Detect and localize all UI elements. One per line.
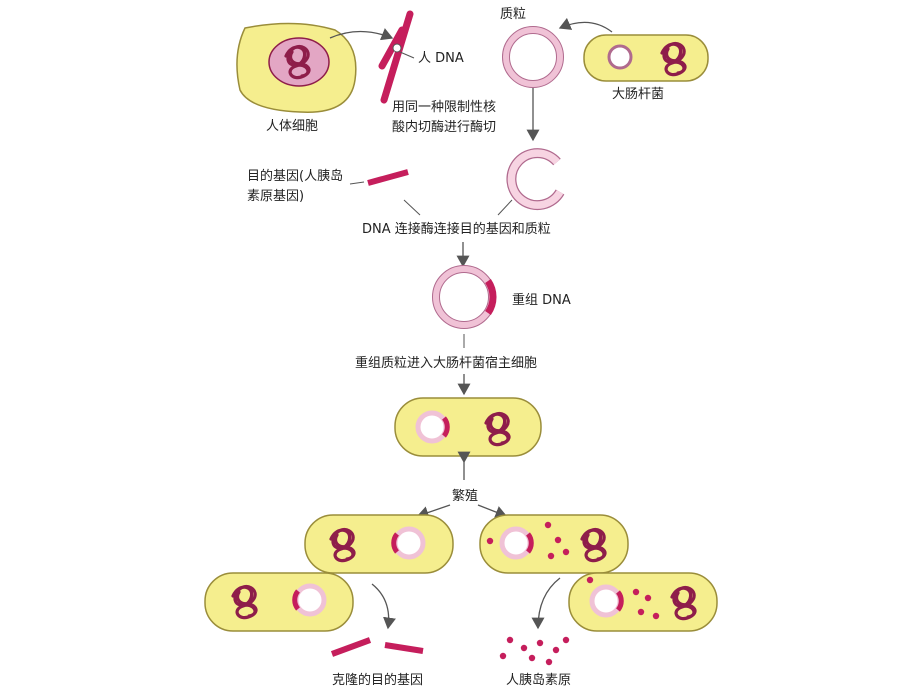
label-ligase: DNA 连接酶连接目的基因和质粒	[362, 221, 551, 237]
arrow-right-branch	[477, 504, 508, 519]
label-transform: 重组质粒进入大肠杆菌宿主细胞	[355, 355, 537, 371]
ecoli-transformed	[394, 397, 542, 457]
label-target-gene-2: 素原基因)	[247, 189, 304, 204]
ecoli-left-2	[204, 572, 354, 632]
cut-plasmid	[506, 148, 565, 211]
arrow-ecoli-to-plasmid	[558, 17, 613, 33]
arrow-to-proinsulin	[531, 577, 561, 630]
label-restriction-1: 用同一种限制性核	[392, 100, 496, 115]
label-plasmid: 质粒	[500, 7, 526, 22]
label-proliferate: 繁殖	[452, 488, 478, 504]
label-target-gene-1: 目的基因(人胰岛	[247, 168, 343, 184]
label-cloned-gene: 克隆的目的基因	[332, 672, 423, 688]
arrow-to-cloned	[371, 583, 396, 630]
arrow-cell-to-dna	[329, 28, 394, 41]
ecoli-right-2	[568, 572, 718, 632]
ecoli-left-1	[304, 514, 454, 574]
cloned-gene-icon	[330, 637, 424, 657]
arrow-left-branch	[416, 504, 451, 519]
target-gene-icon	[367, 169, 409, 186]
human-dna-icon	[378, 10, 414, 104]
human-cell	[236, 22, 357, 113]
plasmid-ring	[502, 26, 564, 88]
label-human-dna: 人 DNA	[418, 51, 464, 66]
label-human-cell: 人体细胞	[266, 119, 318, 134]
label-restriction-2: 酸内切酶进行酶切	[392, 119, 496, 135]
recombinant-plasmid	[432, 265, 497, 329]
label-ecoli: 大肠杆菌	[612, 87, 664, 102]
proinsulin-icon	[499, 636, 570, 666]
label-proinsulin: 人胰岛素原	[506, 672, 571, 688]
label-recombinant: 重组 DNA	[512, 292, 571, 308]
ecoli-cell-top	[583, 34, 709, 82]
ecoli-right-1	[479, 514, 629, 574]
